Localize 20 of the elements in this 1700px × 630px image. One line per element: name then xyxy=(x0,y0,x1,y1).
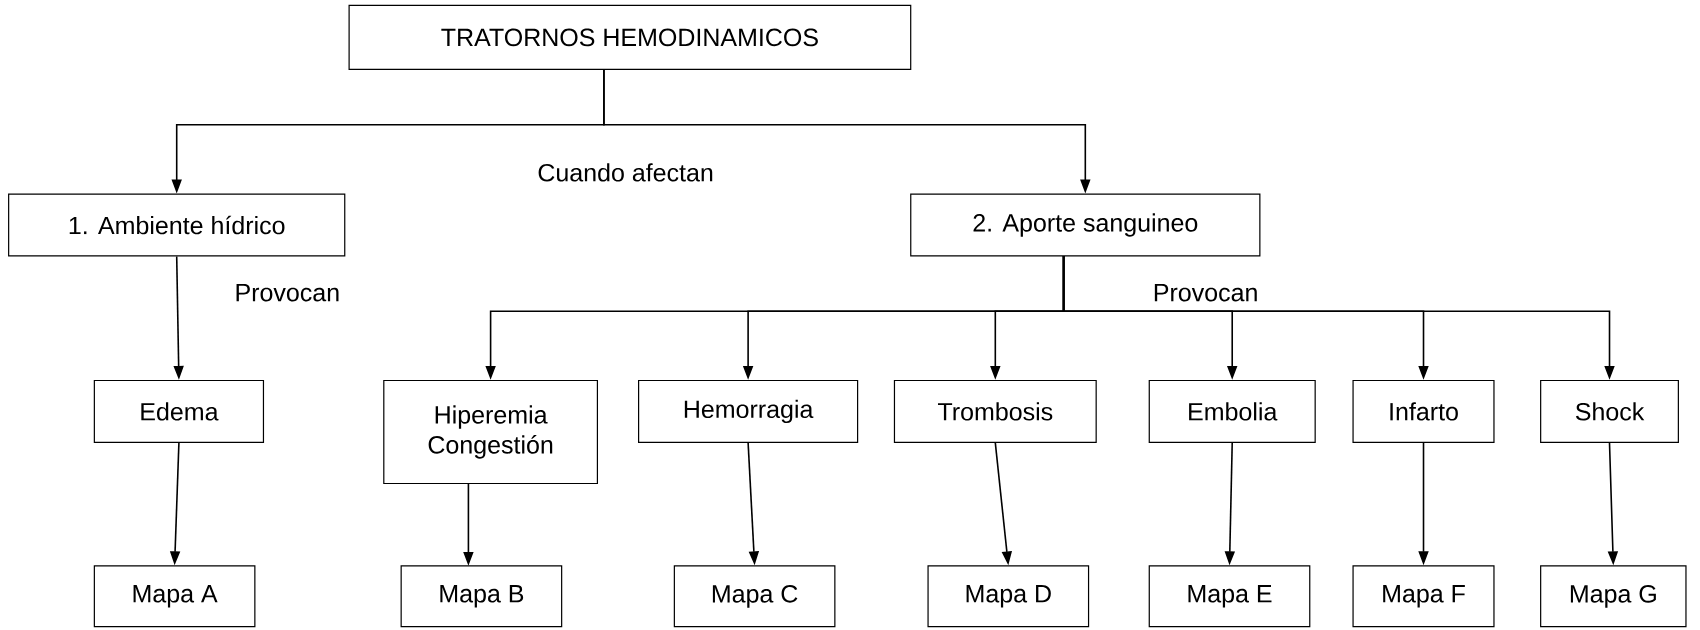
concept-box: Hemorragia xyxy=(638,379,859,443)
concept-box: Mapa A xyxy=(93,565,256,628)
concept-box: Mapa B xyxy=(400,565,563,628)
concept-box: Mapa E xyxy=(1148,565,1311,628)
connector-label: Provocan xyxy=(1154,284,1257,302)
concept-box: Mapa C xyxy=(673,565,836,628)
concept-box: Hiperemia Congestión xyxy=(383,379,598,485)
connector-label: Cuando afectan xyxy=(538,163,713,182)
concept-box: Infarto xyxy=(1352,379,1495,443)
concept-box: Mapa D xyxy=(927,565,1090,628)
concept-box: 1. Ambiente hídrico xyxy=(8,193,346,257)
concept-box: 2. Aporte sanguineo xyxy=(910,193,1261,257)
concept-box: Edema xyxy=(93,379,265,443)
concept-box: Trombosis xyxy=(893,379,1097,443)
concept-box: Shock xyxy=(1540,379,1679,443)
title-box: TRATORNOS HEMODINAMICOS xyxy=(348,4,912,70)
concept-box: Mapa G xyxy=(1540,565,1687,628)
connector-label: Provocan xyxy=(236,284,339,302)
concept-box: Embolia xyxy=(1148,379,1316,443)
concept-box: Mapa F xyxy=(1352,565,1495,628)
